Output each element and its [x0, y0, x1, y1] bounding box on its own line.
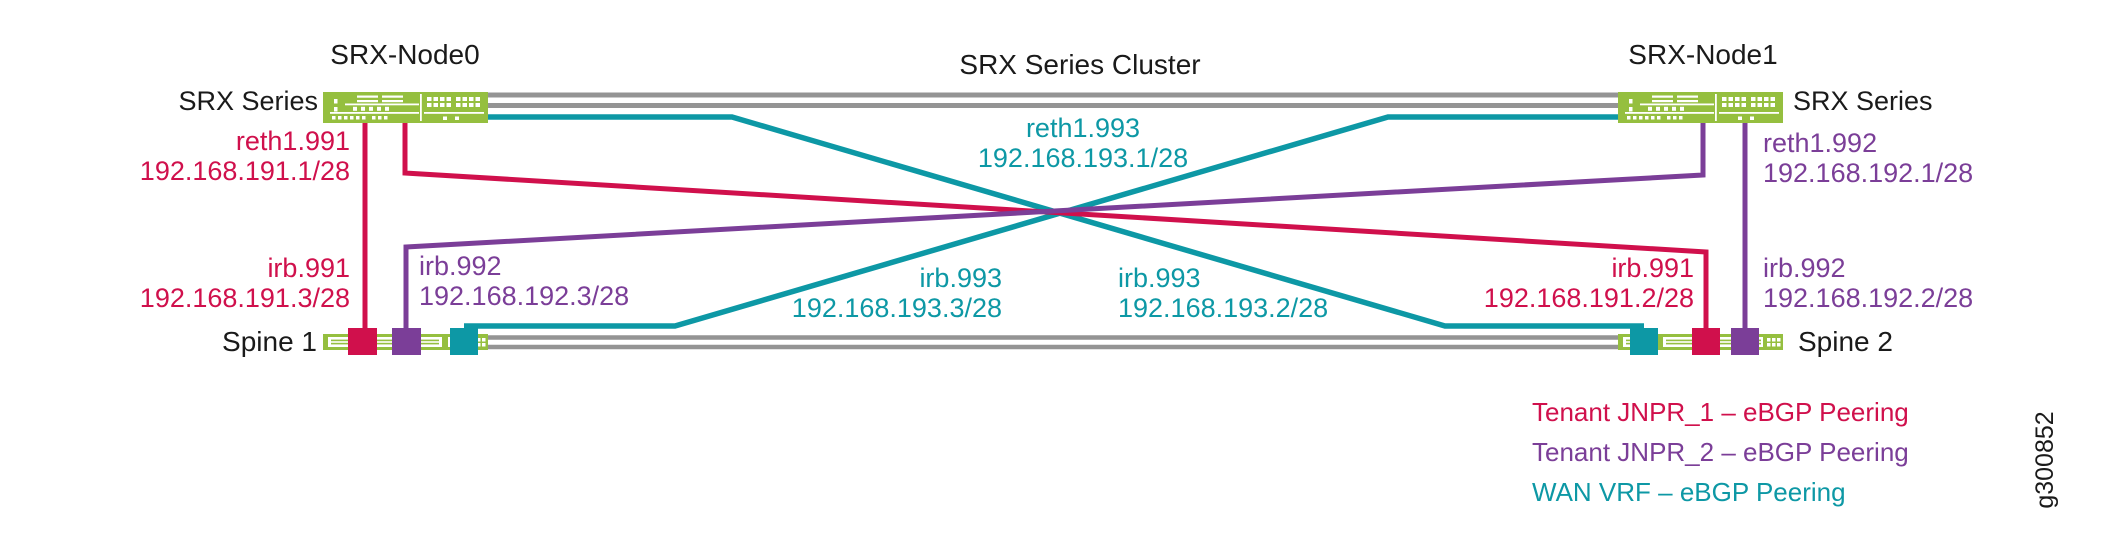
legend-wan: WAN VRF – eBGP Peering [1532, 477, 1846, 507]
node0-title: SRX-Node0 [330, 39, 480, 70]
spine1-irb993-label: irb.993 192.168.193.3/28 [792, 263, 1002, 323]
node0-type-label: SRX Series [178, 86, 318, 116]
node1-type-label: SRX Series [1793, 86, 1933, 116]
srx-node0-icon [323, 92, 488, 123]
spine2-irb993-port [1630, 328, 1658, 355]
tenant2-link-node1-spine1 [403, 123, 1706, 330]
reth1-992-name: reth1.992 [1763, 128, 1878, 158]
legend-tenant1: Tenant JNPR_1 – eBGP Peering [1532, 397, 1909, 427]
spine1-irb992-port [392, 328, 421, 355]
spine1-title: Spine 1 [222, 326, 317, 357]
cluster-title: SRX Series Cluster [959, 49, 1201, 80]
spine1-irb993-port [450, 328, 478, 355]
spine1-irb991-port [348, 328, 377, 355]
spine1-irb993-ip: 192.168.193.3/28 [791, 293, 1002, 323]
spine1-irb992-name: irb.992 [419, 251, 502, 281]
spine1-irb993-name: irb.993 [919, 263, 1002, 293]
spine2-irb993-name: irb.993 [1118, 263, 1201, 293]
reth1-991-label: reth1.991 192.168.191.1/28 [140, 126, 350, 186]
reth1-993-ip: 192.168.193.1/28 [977, 143, 1189, 173]
spine2-title: Spine 2 [1798, 326, 1893, 357]
spine2-irb993-ip: 192.168.193.2/28 [1118, 293, 1329, 323]
spine1-irb991-label: irb.991 192.168.191.3/28 [140, 253, 350, 313]
reth1-993-label: reth1.993 192.168.193.1/28 [978, 113, 1188, 173]
legend: Tenant JNPR_1 – eBGP Peering Tenant JNPR… [1532, 392, 1909, 512]
spine2-irb991-name: irb.991 [1611, 253, 1694, 283]
node1-title: SRX-Node1 [1628, 39, 1778, 70]
spine1-irb992-label: irb.992 192.168.192.3/28 [419, 251, 629, 311]
legend-tenant2: Tenant JNPR_2 – eBGP Peering [1532, 437, 1909, 467]
reth1-991-ip: 192.168.191.1/28 [139, 156, 350, 186]
reth1-992-label: reth1.992 192.168.192.1/28 [1763, 128, 1973, 188]
spine2-irb993-label: irb.993 192.168.193.2/28 [1118, 263, 1328, 323]
spine2-irb992-label: irb.992 192.168.192.2/28 [1763, 253, 1973, 313]
spine2-irb992-name: irb.992 [1763, 253, 1846, 283]
spine1-irb991-ip: 192.168.191.3/28 [139, 283, 350, 313]
spine1-irb992-ip: 192.168.192.3/28 [419, 281, 630, 311]
spine2-irb991-label: irb.991 192.168.191.2/28 [1484, 253, 1694, 313]
spine2-irb991-ip: 192.168.191.2/28 [1483, 283, 1694, 313]
spine2-irb992-ip: 192.168.192.2/28 [1763, 283, 1974, 313]
wan-vrf-link-node1-spine1 [464, 114, 1622, 329]
reth1-991-name: reth1.991 [235, 126, 350, 156]
reth1-992-ip: 192.168.192.1/28 [1763, 158, 1974, 188]
wan-vrf-link-node0-spine2 [486, 114, 1644, 329]
spine2-irb991-port [1692, 328, 1720, 355]
spine2-irb992-port [1731, 328, 1759, 355]
srx-node1-icon [1618, 92, 1783, 123]
figure-id: g300852 [2031, 411, 2059, 509]
reth1-993-name: reth1.993 [1025, 113, 1141, 143]
spine1-irb991-name: irb.991 [267, 253, 350, 283]
